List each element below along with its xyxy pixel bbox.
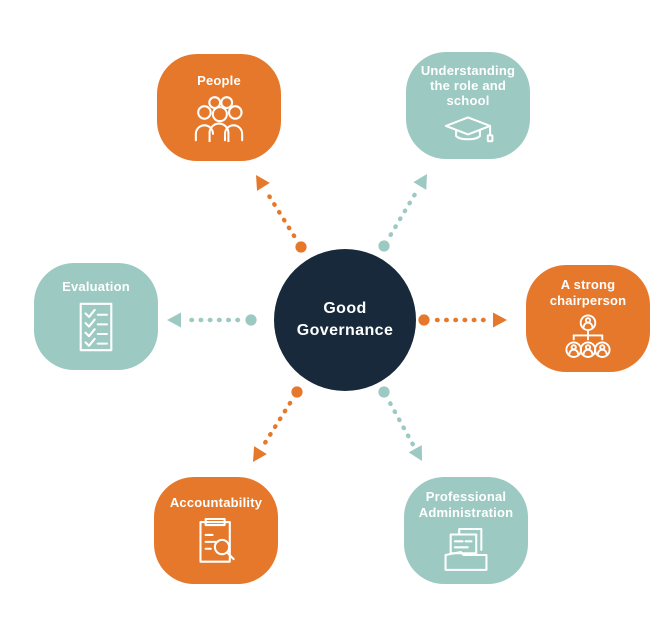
org-chart-icon — [565, 314, 611, 358]
center-hub-good-governance: Good Governance — [274, 249, 416, 391]
graduation-cap-icon — [444, 116, 494, 143]
node-understanding: Understanding the role and school — [406, 52, 530, 159]
node-professional-administration: Professional Administration — [404, 477, 528, 584]
node-evaluation-label: Evaluation — [62, 278, 130, 294]
node-accountability: Accountability — [154, 477, 278, 584]
node-people: People — [157, 54, 281, 161]
node-chairperson-label: A strong chairperson — [549, 277, 627, 308]
connector-evaluation — [167, 312, 257, 328]
connector-accountability — [253, 386, 303, 462]
node-people-label: People — [197, 72, 241, 88]
connector-people — [256, 175, 307, 253]
node-chairperson: A strong chairperson — [526, 265, 650, 372]
node-professional-administration-label: Professional Administration — [418, 489, 514, 520]
connector-chairperson — [418, 312, 507, 328]
checklist-icon — [79, 302, 113, 352]
connector-professional — [378, 386, 422, 461]
node-evaluation: Evaluation — [34, 263, 158, 370]
connector-understanding — [378, 174, 427, 252]
people-group-icon — [194, 96, 244, 143]
node-understanding-label: Understanding the role and school — [420, 62, 516, 109]
document-magnifier-icon — [199, 518, 235, 563]
node-accountability-label: Accountability — [169, 494, 263, 510]
folder-documents-icon — [444, 527, 488, 571]
